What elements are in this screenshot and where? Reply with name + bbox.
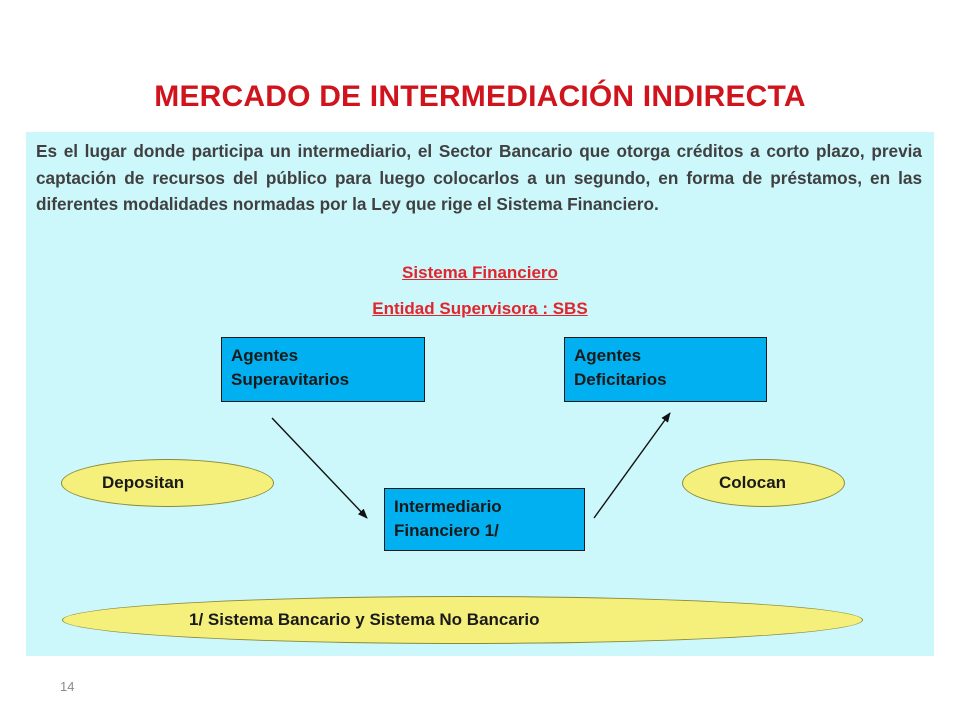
box-superavit-line1: Agentes (231, 346, 299, 365)
box-agentes-superavitarios: Agentes Superavitarios (221, 337, 425, 402)
box-intermediary-line2: Financiero 1/ (394, 521, 499, 540)
oval-depositan: Depositan (61, 459, 274, 507)
box-intermediario-financiero: Intermediario Financiero 1/ (384, 488, 585, 551)
content-panel (26, 132, 934, 656)
description-paragraph: Es el lugar donde participa un intermedi… (36, 141, 922, 214)
oval-colocan-label: Colocan (719, 473, 787, 492)
slide-title: MERCADO DE INTERMEDIACIÓN INDIRECTA (154, 80, 806, 113)
oval-colocan: Colocan (682, 459, 845, 507)
box-agentes-deficitarios: Agentes Deficitarios (564, 337, 767, 402)
system-label: Sistema Financiero (402, 263, 558, 282)
box-superavit-line2: Superavitarios (231, 370, 350, 389)
oval-sistema-bancario-label: 1/ Sistema Bancario y Sistema No Bancari… (189, 610, 540, 629)
box-intermediary-line1: Intermediario (394, 497, 502, 516)
oval-sistema-bancario: 1/ Sistema Bancario y Sistema No Bancari… (62, 596, 863, 644)
box-deficit-line1: Agentes (574, 346, 642, 365)
box-deficit-line2: Deficitarios (574, 370, 667, 389)
page-number: 14 (60, 679, 75, 694)
supervisor-label: Entidad Supervisora : SBS (372, 299, 588, 318)
oval-depositan-label: Depositan (102, 473, 185, 492)
